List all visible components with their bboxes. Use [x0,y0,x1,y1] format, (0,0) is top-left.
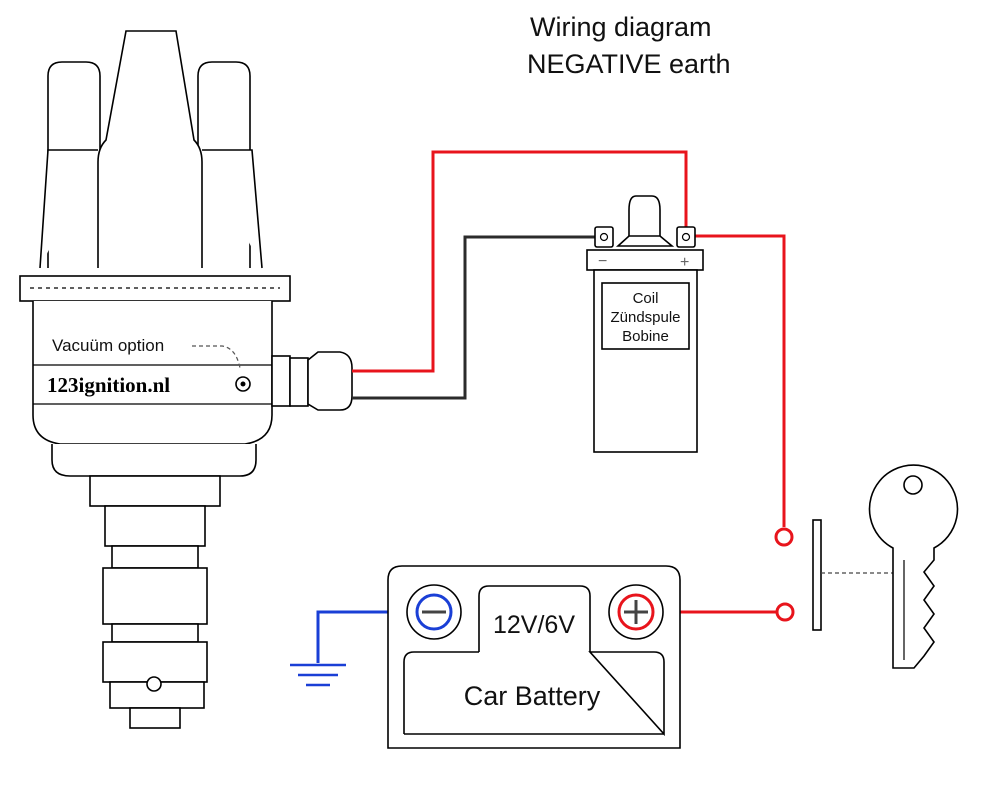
coil-label-fr: Bobine [622,328,669,345]
coil-minus-symbol: − [598,253,607,270]
switch-contact-bottom [775,602,795,622]
diagram-title-line-1: Wiring diagram [530,12,712,42]
vacuum-port-icon [235,376,251,392]
wire-positive-distributor-to-coil [352,150,688,373]
battery-label: Car Battery [464,681,601,711]
wire-battery-negative-to-ground [316,610,419,663]
ignition-coil: − + Coil Zündspule Bobine [586,195,704,453]
diagram-title-line-2: NEGATIVE earth [527,49,731,79]
coil-negative-terminal [594,226,614,248]
battery-positive-terminal [608,584,664,640]
vacuum-option-label: Vacuüm option [52,336,164,355]
coil-label-de: Zündspule [610,309,680,326]
switch-contact-top [774,527,794,547]
distributor: Vacuüm option 123ignition.nl [19,30,353,729]
wire-negative-distributor-to-coil [352,235,602,400]
battery-negative-terminal [406,584,462,640]
wire-coil-positive-to-switch [686,234,786,527]
car-battery: 12V/6V Car Battery [387,565,681,749]
ground-symbol-icon [290,663,346,687]
coil-label-en: Coil [633,290,659,307]
coil-positive-terminal [676,226,696,248]
ignition-switch [774,519,912,631]
key-icon [868,464,959,669]
battery-voltage-label: 12V/6V [493,611,575,639]
coil-plus-symbol: + [680,254,689,271]
distributor-brand-label: 123ignition.nl [47,373,170,397]
